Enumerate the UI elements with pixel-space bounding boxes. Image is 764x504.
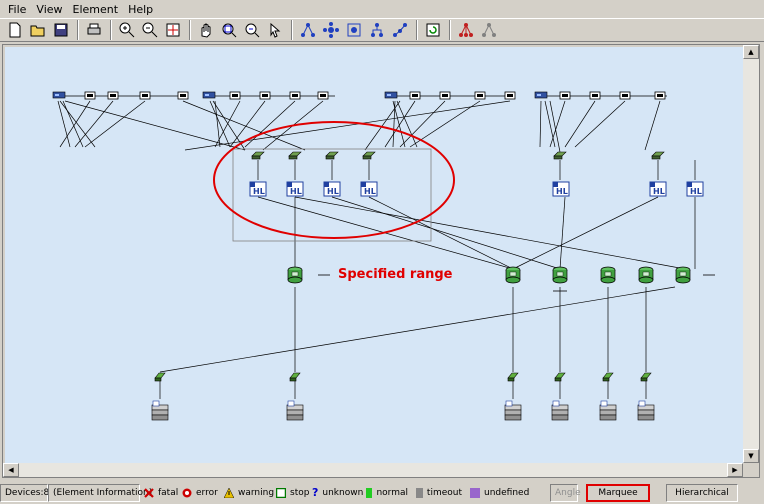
toolbar [0,18,764,42]
legend-fatal: fatal [140,484,178,502]
zoom-area-icon[interactable] [218,19,240,41]
toolbar-separator [291,20,293,40]
legend-unknown: ? unknown [312,486,364,499]
device-count: Devices:8 [0,484,49,502]
status-bar: Devices:8 (Element Information) fatal er… [0,482,764,504]
top-row-devices [52,91,666,100]
layout-3-icon[interactable] [343,19,365,41]
storage-devices [151,400,655,421]
new-icon[interactable] [4,19,26,41]
tree-1-icon[interactable] [455,19,477,41]
zoom-select-icon[interactable] [241,19,263,41]
print-icon[interactable] [83,19,105,41]
layout-2-icon[interactable] [320,19,342,41]
scroll-up-icon[interactable]: ▲ [743,45,759,59]
element-info: (Element Information) [48,484,152,502]
error-circle-icon [182,488,192,498]
connection-lines [57,95,696,399]
toolbar-separator [449,20,451,40]
undefined-square-icon [470,488,480,498]
menu-element[interactable]: Element [72,2,119,16]
horizontal-scrollbar[interactable]: ◀ ▶ [3,463,743,477]
legend-undefined: undefined [466,484,550,502]
stop-square-icon [275,487,287,499]
layout-1-icon[interactable] [297,19,319,41]
legend-error: error [178,484,220,502]
refresh-icon[interactable] [422,19,444,41]
open-icon[interactable] [27,19,49,41]
angle-mode[interactable]: Angle [550,484,581,502]
tree-2-icon[interactable] [478,19,500,41]
fit-icon[interactable] [162,19,184,41]
switch-devices [251,151,665,160]
marquee-mode[interactable]: Marquee [586,484,650,502]
legend-stop: stop [272,484,309,502]
canvas-frame: HL [2,44,760,478]
scroll-right-icon[interactable]: ▶ [727,463,743,477]
menu-view[interactable]: View [36,2,63,16]
status-spacer [578,484,586,502]
topology-canvas[interactable]: HL [5,47,743,463]
save-icon[interactable] [50,19,72,41]
disk-markers [318,274,715,292]
specified-range-label: Specified range [338,267,453,282]
legend-normal: normal [362,484,412,502]
menu-bar: File View Element Help [0,0,764,18]
zoom-in-icon[interactable] [116,19,138,41]
toolbar-separator [77,20,79,40]
lower-switch-devices [154,372,652,382]
legend-timeout: timeout [412,484,466,502]
toolbar-separator [110,20,112,40]
toolbar-separator [416,20,418,40]
menu-file[interactable]: File [8,2,27,16]
scroll-left-icon[interactable]: ◀ [3,463,19,477]
zoom-out-icon[interactable] [139,19,161,41]
scroll-down-icon[interactable]: ▼ [743,449,759,463]
selection-rectangle [232,148,432,242]
pointer-icon[interactable] [264,19,286,41]
specified-range-ellipse [213,121,455,239]
layout-4-icon[interactable] [366,19,388,41]
menu-help[interactable]: Help [128,2,154,16]
warning-triangle-icon [223,487,235,499]
layout-5-icon[interactable] [389,19,411,41]
red-x-icon [144,488,154,498]
normal-square-icon [366,488,373,498]
legend-warning: warning [220,484,274,502]
question-icon: ? [312,486,319,499]
hand-icon[interactable] [195,19,217,41]
vertical-scrollbar[interactable]: ▲ ▼ [743,45,759,463]
status-spacer [650,484,666,502]
hierarchical-mode[interactable]: Hierarchical [666,484,738,502]
timeout-square-icon [416,488,423,498]
hl-nodes [249,181,704,197]
toolbar-separator [189,20,191,40]
